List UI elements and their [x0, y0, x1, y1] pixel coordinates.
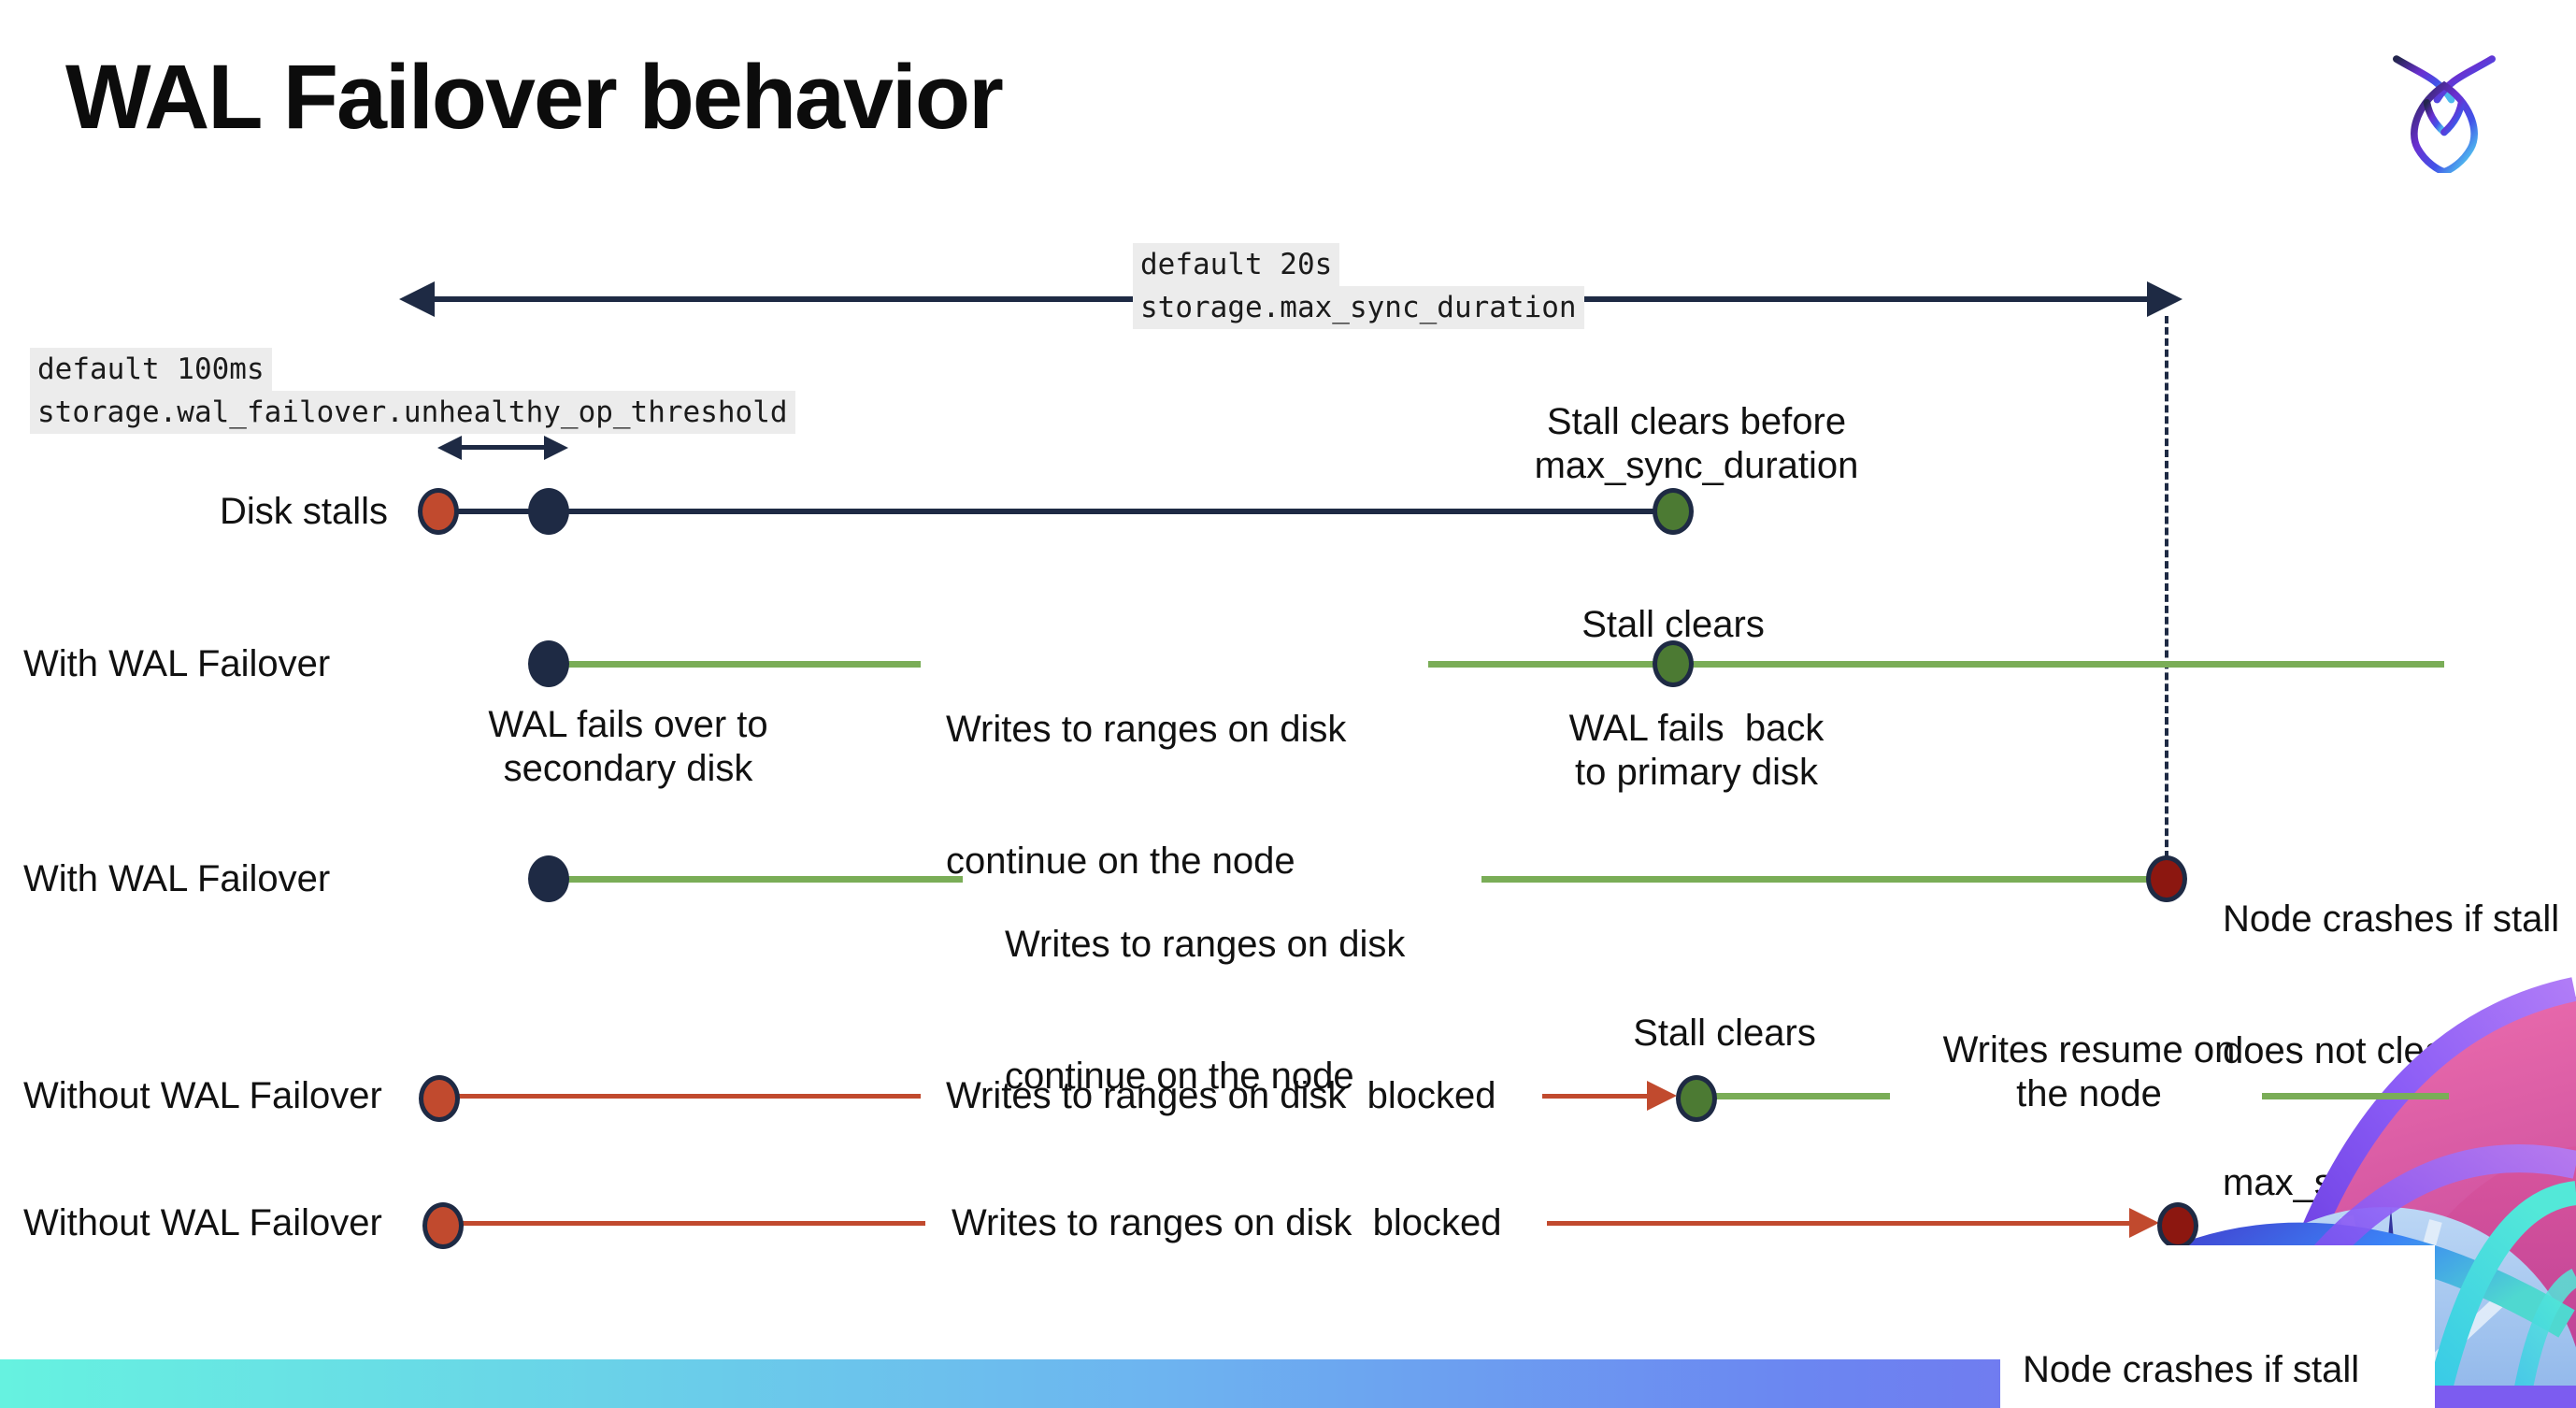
note-line: max_sync_duration [1534, 445, 1859, 486]
row3-green-segment-a [561, 876, 963, 883]
arrowhead-left-icon [399, 281, 435, 317]
page-title: WAL Failover behavior [65, 46, 1004, 148]
row4-green-segment-a [1712, 1093, 1890, 1099]
red-arrowhead-icon [2129, 1208, 2159, 1238]
note-line: continue on the node [946, 840, 1295, 882]
note-line: WAL fails over to [488, 704, 768, 745]
row4-stall-clears-note: Stall clears [1633, 1013, 1816, 1054]
stall-clears-early-dot [1653, 488, 1694, 535]
failover-threshold-dot [528, 488, 569, 535]
row3-writes-continue-note: Writes to ranges on disk continue on the… [1005, 835, 1405, 1186]
small-arrowhead-left-icon [437, 436, 462, 460]
row4-writes-resume-note: Writes resume on the node [1902, 1028, 2276, 1116]
note-line: Node crashes if stall [2223, 898, 2560, 940]
unhealthy-op-default-label: default 100ms [30, 348, 272, 391]
row-without-wal-failover-1-label: Without WAL Failover [23, 1075, 382, 1116]
note-line: Writes resume on [1942, 1029, 2236, 1070]
row4-green-segment-b [2262, 1093, 2449, 1099]
row4-red-segment-b [1542, 1094, 1654, 1099]
stall-clears-before-note: Stall clears before max_sync_duration [1510, 400, 1883, 488]
arrowhead-right-icon [2147, 281, 2182, 317]
note-line: Writes to ranges on disk [1005, 924, 1406, 965]
red-arrowhead-icon [1647, 1081, 1677, 1111]
note-line: Writes to ranges on disk [946, 709, 1347, 750]
row4-red-segment-a [451, 1094, 921, 1099]
note-line: to primary disk [1574, 752, 1819, 793]
unhealthy-op-annotation: default 100ms storage.wal_failover.unhea… [30, 348, 795, 434]
row2-green-segment-b [1428, 661, 1664, 668]
note-line: Stall clears before [1546, 401, 1847, 442]
note-line: WAL fails back [1568, 708, 1825, 749]
row2-writes-continue-note: Writes to ranges on disk continue on the… [946, 620, 1346, 971]
row2-stall-clears-dot [1653, 640, 1694, 687]
disk-stall-start-dot [418, 488, 459, 535]
row5-red-segment-a [455, 1221, 925, 1226]
small-arrowhead-right-icon [544, 436, 568, 460]
row2-stall-clears-note: Stall clears [1581, 604, 1765, 645]
row2-green-segment-c [1686, 661, 2444, 668]
unhealthy-op-setting-label: storage.wal_failover.unhealthy_op_thresh… [30, 391, 795, 434]
row-with-wal-failover-1-label: With WAL Failover [23, 643, 331, 684]
row4-stall-clears-dot [1676, 1075, 1717, 1122]
row3-green-segment-b [1481, 876, 2150, 883]
note-line: secondary disk [503, 748, 753, 789]
unhealthy-op-span-line [458, 445, 548, 450]
note-line: continue on the node [1005, 1056, 1354, 1097]
row2-failover-dot [528, 640, 569, 687]
row-without-wal-failover-2-label: Without WAL Failover [23, 1202, 382, 1243]
disk-stalls-timeline [438, 509, 1673, 514]
row2-failover-note: WAL fails over to secondary disk [441, 703, 815, 791]
row-with-wal-failover-2-label: With WAL Failover [23, 858, 331, 899]
row5-red-segment-b [1547, 1221, 2136, 1226]
row5-stall-dot [422, 1202, 464, 1249]
max-sync-default-label: default 20s [1133, 243, 1340, 286]
row5-crash-note: Node crashes if stall does not clear in … [2023, 1262, 2415, 1408]
note-line: the node [2016, 1073, 2162, 1114]
row4-writes-blocked-note: Writes to ranges on disk blocked [946, 1075, 1496, 1116]
row3-failover-dot [528, 855, 569, 902]
row3-crash-dot [2146, 855, 2187, 902]
row5-crash-dot [2157, 1202, 2198, 1249]
row-disk-stalls-label: Disk stalls [219, 491, 388, 532]
row2-failback-note: WAL fails back to primary disk [1510, 707, 1883, 795]
max-sync-deadline-dashed-line [2165, 316, 2168, 858]
note-line: Node crashes if stall [2023, 1349, 2360, 1390]
cockroachdb-logo-icon [2393, 55, 2496, 173]
row4-stall-dot [419, 1075, 460, 1122]
row5-writes-blocked-note: Writes to ranges on disk blocked [952, 1202, 1502, 1243]
max-sync-duration-annotation: default 20s storage.max_sync_duration [1133, 243, 1584, 329]
max-sync-setting-label: storage.max_sync_duration [1133, 286, 1584, 329]
row5-crash-callout-box: Node crashes if stall does not clear in … [2000, 1245, 2435, 1408]
row2-green-segment-a [561, 661, 921, 668]
